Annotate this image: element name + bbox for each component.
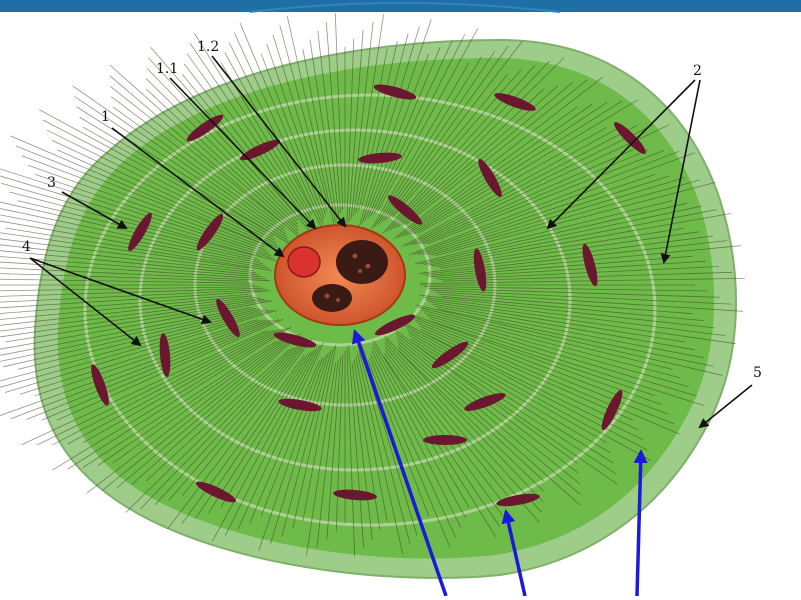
- canal-vessel-1-2: [336, 240, 388, 284]
- canal-vessel-dark: [312, 284, 352, 312]
- central-canal: [275, 225, 405, 325]
- osteocyte-lacuna: [423, 435, 467, 445]
- top-banner: [0, 0, 801, 12]
- label-1-1: 1.1: [156, 62, 178, 76]
- label-4: 4: [22, 240, 31, 254]
- label-1: 1: [101, 110, 110, 124]
- label-3: 3: [47, 176, 56, 190]
- label-1-2: 1.2: [197, 40, 219, 54]
- label-2: 2: [693, 64, 702, 78]
- canal-vessel-1-1: [288, 247, 320, 277]
- label-5: 5: [753, 366, 762, 380]
